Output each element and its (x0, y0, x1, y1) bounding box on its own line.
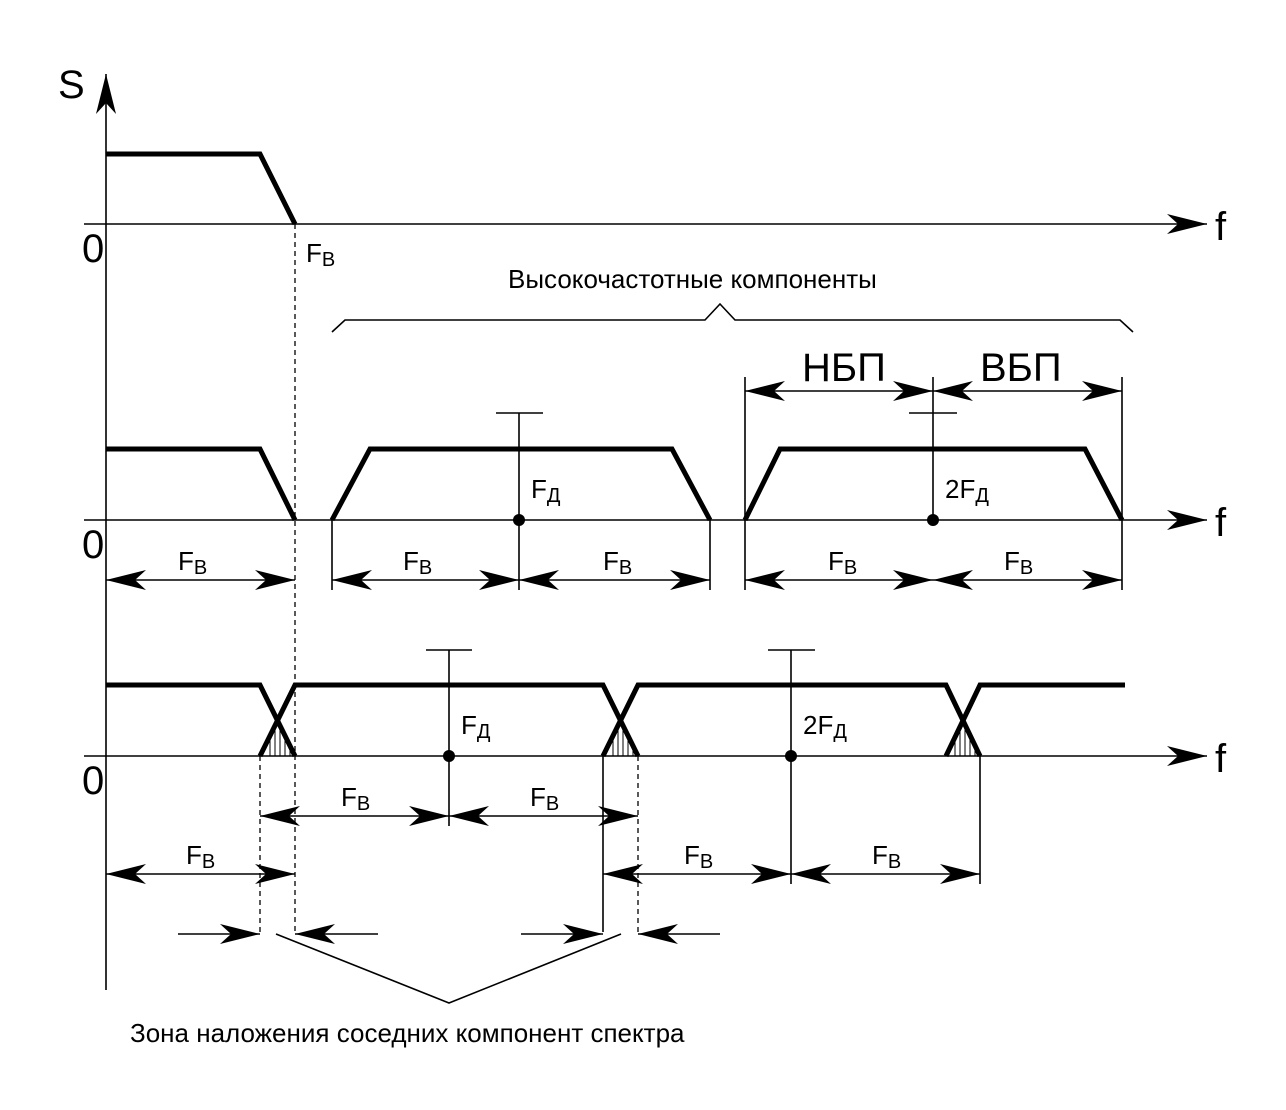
overlap-leader (275, 933, 622, 1004)
row2-origin-label: 0 (82, 523, 104, 567)
row3-fv-label-4: FВ (684, 840, 713, 873)
row2-component-fd (329, 446, 713, 522)
row2-2fd-label: 2FД (945, 474, 989, 507)
row2-2fd-dot (927, 514, 939, 526)
row3-2fd-label: 2FД (803, 710, 847, 743)
row2-fv-label-5: FВ (1004, 546, 1033, 579)
high-freq-brace (331, 302, 1134, 333)
row1-f-axis-label: f (1215, 205, 1227, 249)
row2-fv-label-3: FВ (603, 546, 632, 579)
row2-fv-label-2: FВ (403, 546, 432, 579)
row3-fv-label-3: FВ (186, 840, 215, 873)
row3-fv-label-5: FВ (872, 840, 901, 873)
usb-label: ВБП (980, 346, 1062, 390)
row2-fv-label-1: FВ (178, 546, 207, 579)
row2-fv-label-4: FВ (828, 546, 857, 579)
high-freq-components-label: Высокочастотные компоненты (508, 264, 877, 294)
row3-component-3fd (943, 682, 1125, 758)
row1-origin-label: 0 (82, 227, 104, 271)
overlap-zone-label: Зона наложения соседних компонент спектр… (130, 1018, 685, 1048)
row3-fv-label-2: FВ (530, 782, 559, 815)
row1-fv-label: FВ (306, 238, 335, 271)
lsb-label: НБП (802, 346, 886, 390)
row3-baseband-spectrum (106, 682, 298, 758)
row2-baseband-spectrum (106, 446, 298, 522)
row3-f-axis-label: f (1215, 737, 1227, 781)
row1-baseband-spectrum (106, 151, 298, 226)
row3-origin-label: 0 (82, 759, 104, 803)
row3-fv-label-1: FВ (341, 782, 370, 815)
row2-fd-label: FД (531, 474, 561, 507)
row3-fd-label: FД (461, 710, 491, 743)
row2-f-axis-label: f (1215, 501, 1227, 545)
s-axis-label: S (58, 63, 85, 107)
